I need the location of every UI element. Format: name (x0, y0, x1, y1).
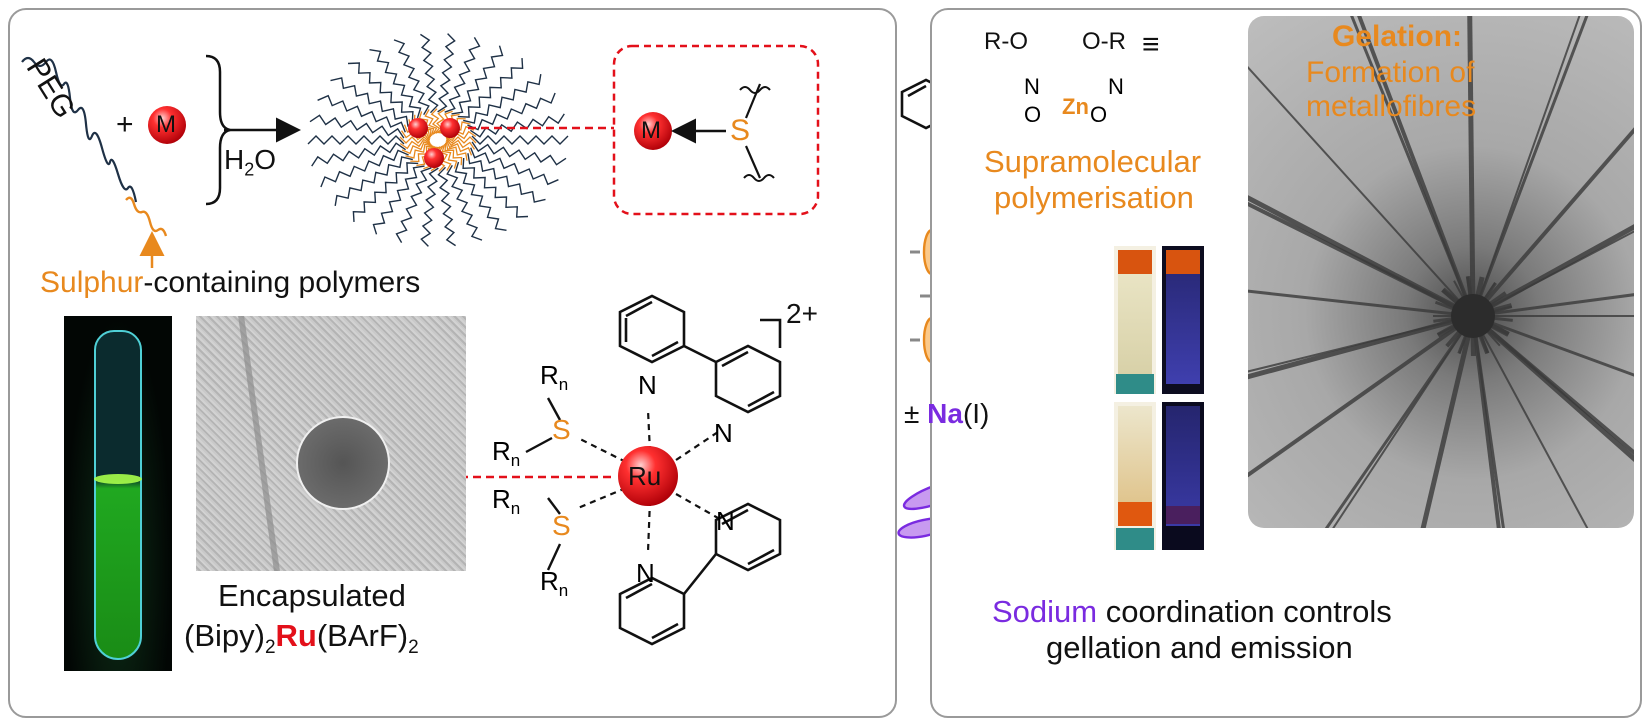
sulfur-symbol-zoom: S (730, 114, 751, 147)
zn-label: Zn (1062, 94, 1089, 119)
ro-left: R-O (984, 28, 1028, 55)
charge-label: 2+ (786, 298, 818, 329)
gelation-line2: metallofibres (1306, 90, 1477, 123)
r-group-4: Rn (540, 566, 569, 601)
r-group-3: Rn (492, 484, 521, 519)
salen-o-right: O (1090, 102, 1108, 127)
salen-o-left: O (1024, 102, 1042, 127)
ro-right: O-R (1082, 28, 1126, 55)
metal-ball-icon-zoom (634, 112, 672, 150)
sulfur-chain (125, 196, 168, 237)
micelle-graphic (307, 33, 569, 247)
tem-fibres-image (1248, 16, 1634, 528)
gelation-title: Gelation: (1332, 20, 1463, 53)
n-atom-1: N (638, 370, 657, 400)
metal-symbol-zoom: M (641, 117, 661, 144)
zoom-box (612, 44, 820, 216)
plus-sign: + (116, 108, 134, 141)
salen-n-right: N (1108, 74, 1124, 99)
tem-micelle-image (196, 316, 466, 571)
polymer-caption: Sulphur-containing polymers (40, 266, 421, 299)
n-atom-4: N (636, 558, 655, 588)
ru-center-label: Ru (628, 461, 662, 491)
s-atom-1: S (552, 414, 571, 445)
vial-photo-sol-daylight (1114, 402, 1156, 550)
s-atom-2: S (552, 510, 571, 541)
water-label: H2O (224, 144, 277, 180)
r-group-1: Rn (540, 360, 569, 395)
bottom-caption-line2: gellation and emission (1046, 630, 1353, 665)
caption-encapsulated: Encapsulated (218, 578, 406, 613)
gelation-line1: Formation of (1306, 56, 1475, 89)
fibre-lines (1248, 16, 1634, 528)
metal-ball-icon (148, 106, 186, 144)
sodium-switch-label: ± Na(I) (904, 398, 990, 429)
r-group-2: Rn (492, 436, 521, 471)
n-atom-3: N (716, 506, 735, 536)
n-atom-2: N (714, 418, 733, 448)
ru-ball-icon (618, 446, 678, 506)
salen-n-left: N (1024, 74, 1040, 99)
vial-photo-gel-daylight (1114, 246, 1156, 394)
bottom-caption-line1: Sodium coordination controls (992, 594, 1392, 629)
vial-photo-gel-uv (1162, 246, 1204, 394)
supra-line2: polymerisation (994, 180, 1194, 215)
metal-symbol: M (156, 111, 176, 138)
ru-bipy-complex (618, 294, 782, 646)
supra-line1: Supramolecular (984, 144, 1202, 179)
vial-photo (64, 316, 172, 671)
caption-complex: (Bipy)2Ru(BArF)2 (184, 618, 419, 659)
equiv-sign: ≡ (1142, 28, 1160, 61)
vial-photo-sol-uv (1162, 402, 1204, 550)
peg-chain (21, 56, 138, 203)
